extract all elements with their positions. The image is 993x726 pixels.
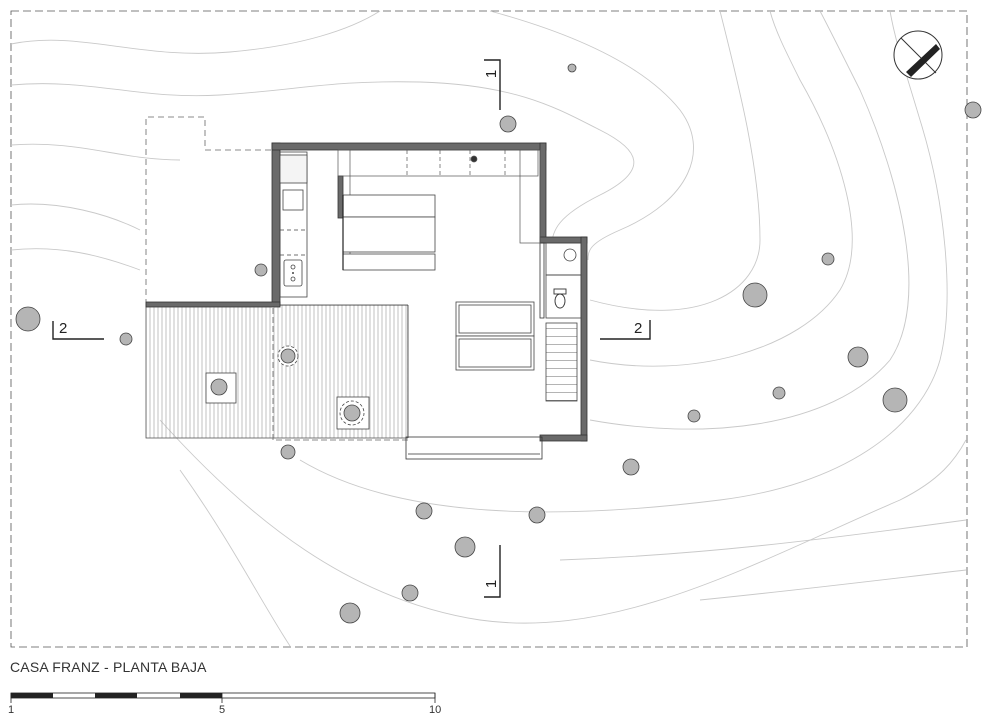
section-mark-1-top: 1 bbox=[483, 59, 501, 110]
north-arrow-icon bbox=[893, 30, 943, 80]
living-furniture bbox=[455, 301, 535, 371]
scale-label-start: 1 bbox=[8, 704, 15, 716]
contour-lines bbox=[10, 10, 967, 647]
section-mark-2-left: 2 bbox=[52, 320, 104, 340]
glazing bbox=[280, 175, 545, 460]
walls bbox=[145, 142, 588, 442]
scale-label-end: 10 bbox=[429, 704, 442, 716]
section-mark-2-right: 2 bbox=[600, 320, 651, 340]
section-mark-1-bottom: 1 bbox=[483, 545, 501, 598]
bathroom bbox=[545, 242, 582, 319]
kitchen-counter bbox=[279, 151, 308, 298]
trees bbox=[15, 63, 982, 624]
bunk-beds bbox=[342, 194, 436, 271]
site-boundary bbox=[10, 10, 968, 648]
roof-outline-dashed bbox=[145, 116, 275, 305]
scale-label-mid: 5 bbox=[219, 704, 226, 716]
section-label: 2 bbox=[59, 320, 67, 337]
section-label: 1 bbox=[483, 70, 500, 78]
toilet-icon bbox=[553, 288, 567, 309]
section-label: 2 bbox=[634, 320, 642, 337]
deck-tree-openings bbox=[205, 345, 370, 430]
section-label: 1 bbox=[483, 580, 500, 588]
staircase bbox=[545, 322, 578, 402]
drawing-title: CASA FRANZ - PLANTA BAJA bbox=[10, 659, 207, 675]
sink-icon bbox=[292, 272, 294, 274]
scale-bar bbox=[10, 692, 436, 703]
